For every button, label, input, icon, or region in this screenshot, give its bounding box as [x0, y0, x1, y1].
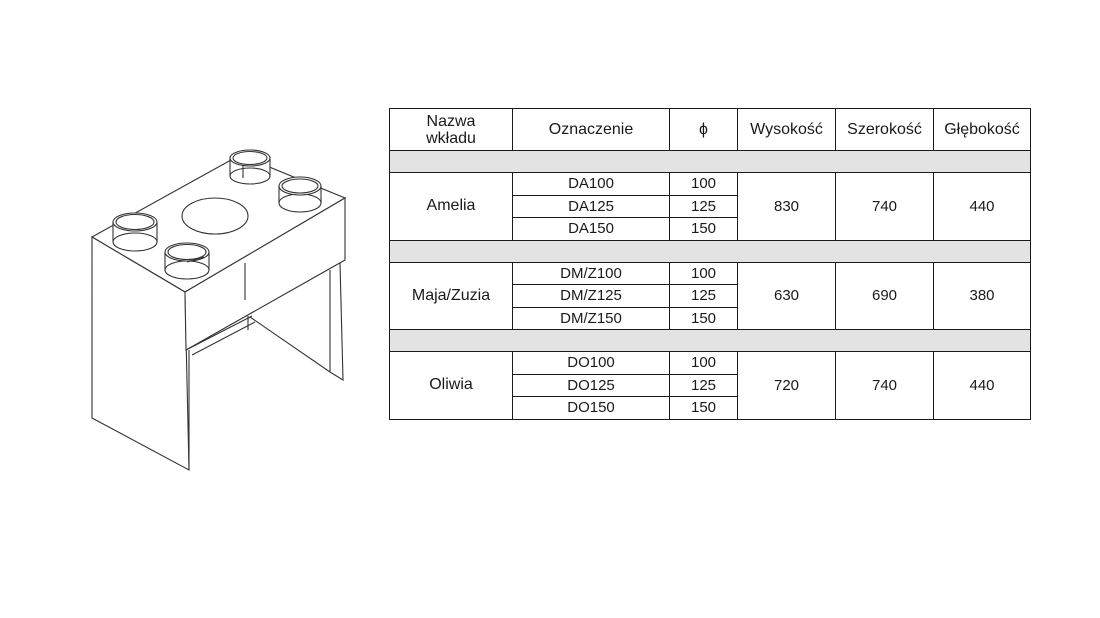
header-diameter: ϕ — [669, 108, 738, 151]
table-row: DO150 150 — [390, 396, 1031, 420]
diameter-cell: 100 — [669, 351, 738, 375]
fireplace-housing-drawing — [90, 149, 347, 471]
table-row: Amelia DA100 100 830 740 440 — [389, 172, 1031, 241]
diameter-cell: 100 — [669, 261, 738, 285]
code-cell: DA150 — [512, 217, 670, 241]
separator-cell — [389, 150, 1031, 173]
code-cell: DA100 — [512, 172, 670, 196]
code-cell: DO150 — [512, 396, 670, 420]
separator-cell — [389, 239, 1031, 263]
housing-right-leg — [329, 262, 344, 382]
header-code: Oznaczenie — [512, 108, 670, 151]
width-cell: 690 — [835, 261, 934, 330]
table-row: Maja/Zuzia DM/Z100 100 630 690 380 — [389, 261, 1031, 330]
code-cell: DO125 — [512, 373, 670, 397]
duct-outlet-icon — [278, 176, 322, 213]
code-cell: DM/Z100 — [512, 261, 670, 285]
width-cell: 740 — [835, 351, 934, 420]
depth-cell: 380 — [933, 261, 1031, 330]
height-cell: 830 — [737, 172, 836, 241]
table-row: Oliwia DO100 100 720 740 440 — [389, 351, 1031, 420]
housing-right-panel — [184, 197, 346, 351]
diameter-cell: 100 — [669, 172, 738, 196]
code-cell: DA125 — [512, 194, 670, 218]
header-row: Nazwa wkładu Oznaczenie ϕ Wysokość Szero… — [389, 108, 1031, 151]
duct-outlet-icon — [229, 149, 271, 185]
header-depth: Głębokość — [933, 108, 1031, 151]
central-opening — [181, 197, 249, 235]
duct-outlet-icon — [112, 212, 158, 252]
header-insert-name: Nazwa wkładu — [389, 108, 513, 151]
separator-row — [389, 239, 1031, 263]
depth-cell: 440 — [933, 351, 1031, 420]
insert-name-cell: Oliwia — [389, 351, 513, 420]
code-cell: DO100 — [512, 351, 670, 375]
separator-row — [389, 150, 1031, 173]
diameter-cell: 150 — [669, 217, 738, 241]
code-cell: DM/Z150 — [512, 306, 670, 330]
diameter-cell: 150 — [669, 396, 738, 420]
table-row: DM/Z125 125 — [390, 284, 1031, 308]
diameter-cell: 150 — [669, 306, 738, 330]
width-cell: 740 — [835, 172, 934, 241]
table-row: DO125 125 — [390, 373, 1031, 397]
height-cell: 720 — [737, 351, 836, 420]
table-row: DA125 125 — [390, 194, 1031, 218]
header-insert-name-text: Nazwa wkładu — [426, 112, 476, 147]
code-cell: DM/Z125 — [512, 284, 670, 308]
insert-name-cell: Maja/Zuzia — [389, 261, 513, 330]
separator-cell — [389, 329, 1031, 352]
diameter-cell: 125 — [669, 284, 738, 308]
specification-table: Nazwa wkładu Oznaczenie ϕ Wysokość Szero… — [389, 108, 1031, 420]
header-height: Wysokość — [737, 108, 836, 151]
insert-name-cell: Amelia — [389, 172, 513, 241]
diameter-cell: 125 — [669, 194, 738, 218]
height-cell: 630 — [737, 261, 836, 330]
duct-outlet-icon — [164, 242, 210, 280]
header-width: Szerokość — [835, 108, 934, 151]
depth-cell: 440 — [933, 172, 1031, 241]
separator-row — [389, 329, 1031, 352]
diameter-cell: 125 — [669, 373, 738, 397]
